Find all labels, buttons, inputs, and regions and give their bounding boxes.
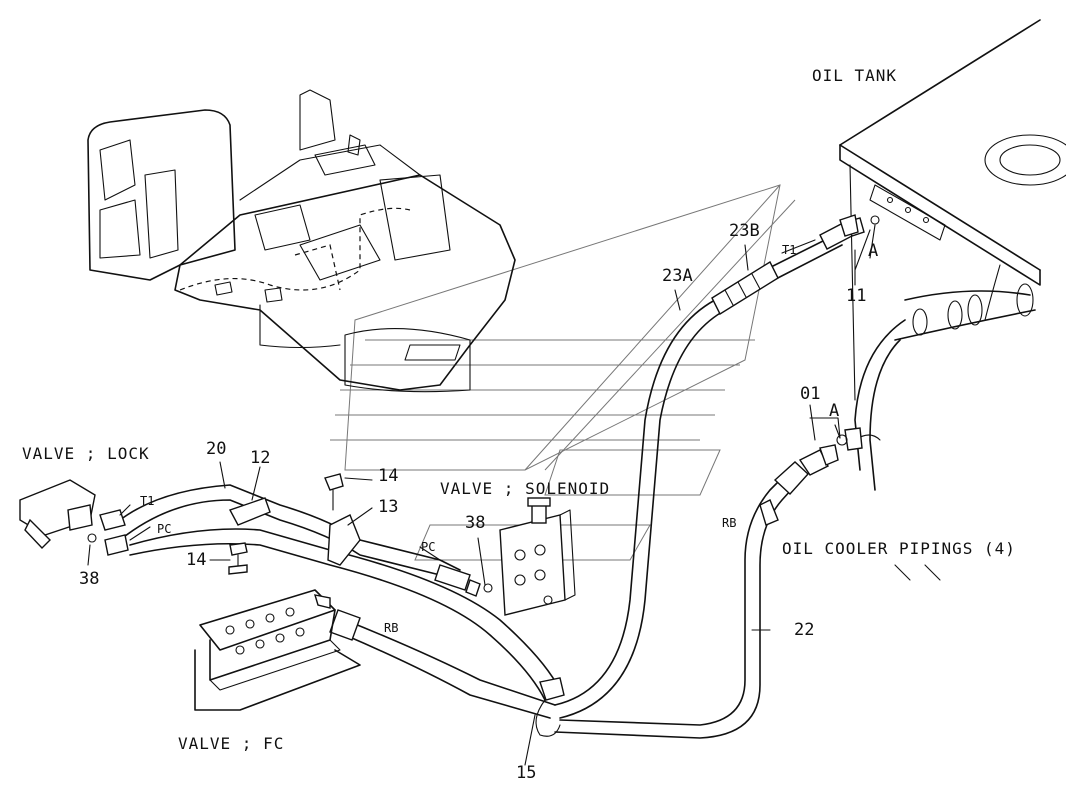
valve-fc-label: VALVE ; FC bbox=[178, 734, 285, 753]
port-label-a: A bbox=[868, 241, 879, 261]
oil-tank-label: OIL TANK bbox=[812, 66, 898, 85]
part-number-22: 22 bbox=[794, 620, 815, 640]
part-number-20: 20 bbox=[206, 439, 227, 459]
part-number-23b: 23B bbox=[729, 221, 760, 241]
leader-lines bbox=[87, 224, 941, 766]
part-number-14: 14 bbox=[186, 550, 207, 570]
part-number-15: 15 bbox=[516, 763, 537, 783]
part-number-13: 13 bbox=[378, 497, 399, 517]
part-number-23a: 23A bbox=[662, 266, 693, 286]
port-label-t1: T1 bbox=[140, 494, 155, 508]
part-number-11: 11 bbox=[846, 286, 867, 306]
part-number-14: 14 bbox=[378, 466, 399, 486]
part-number-38: 38 bbox=[465, 513, 486, 533]
valve-fc-illustration bbox=[194, 589, 361, 711]
port-label-rb: RB bbox=[384, 621, 399, 635]
valve-lock-illustration bbox=[19, 479, 129, 556]
part-number-01: 01 bbox=[800, 384, 821, 404]
oil-tank-illustration bbox=[839, 19, 1066, 491]
part-number-38: 38 bbox=[79, 569, 100, 589]
oil-cooler-label: OIL COOLER PIPINGS (4) bbox=[782, 539, 1016, 558]
excavator-illustration bbox=[87, 89, 516, 393]
hose-22 bbox=[554, 214, 880, 739]
clamps-and-bolts bbox=[228, 473, 361, 575]
valve-solenoid-illustration bbox=[499, 497, 576, 616]
port-label-t1: T1 bbox=[782, 243, 797, 257]
port-label-pc: PC bbox=[421, 540, 436, 554]
port-label-rb: RB bbox=[722, 516, 737, 530]
watermark-logo bbox=[330, 184, 796, 561]
port-label-a: A bbox=[829, 401, 840, 421]
valve-solenoid-label: VALVE ; SOLENOID bbox=[440, 479, 611, 498]
port-label-pc: PC bbox=[157, 522, 172, 536]
part-number-12: 12 bbox=[250, 448, 271, 468]
valve-lock-label: VALVE ; LOCK bbox=[22, 444, 150, 463]
